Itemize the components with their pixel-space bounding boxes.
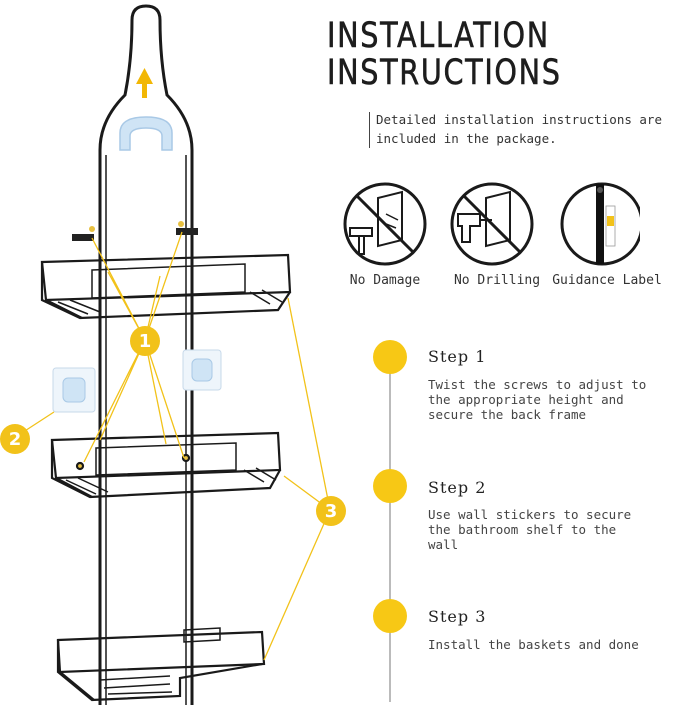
badge-label-no-damage: No Damage xyxy=(349,273,421,288)
no-damage-icon xyxy=(343,182,427,266)
steps-timeline-line xyxy=(389,362,391,702)
step-3-text: Install the baskets and done xyxy=(428,637,639,652)
badge-label-guidance: Guidance Label xyxy=(552,273,662,288)
badge-icons xyxy=(343,182,640,266)
intro-divider xyxy=(369,112,370,148)
top-basket xyxy=(40,253,292,320)
step-2-title: Step 2 xyxy=(428,478,487,497)
callout-number-2: 2 xyxy=(0,424,30,454)
step-1-text: Twist the screws to adjust to the approp… xyxy=(428,377,647,422)
step-1-dot xyxy=(373,340,407,374)
guidance-label-icon xyxy=(560,182,640,266)
callout-number-3: 3 xyxy=(316,496,346,526)
page-title: INSTALLATION INSTRUCTIONS xyxy=(327,16,562,93)
shower-caddy-illustration xyxy=(13,4,331,705)
title-line-2: INSTRUCTIONS xyxy=(327,53,562,93)
bottom-basket xyxy=(56,627,266,702)
step-3-title: Step 3 xyxy=(428,607,487,626)
step-2-text: Use wall stickers to secure the bathroom… xyxy=(428,507,632,552)
top-screws xyxy=(72,221,198,241)
callout-leaders xyxy=(13,231,331,661)
badge-label-no-drilling: No Drilling xyxy=(453,273,541,288)
hook-pad-icon xyxy=(119,116,173,151)
title-line-1: INSTALLATION xyxy=(327,16,550,56)
step-2-dot xyxy=(373,469,407,503)
up-arrow-icon xyxy=(136,68,153,98)
step-1-title: Step 1 xyxy=(428,347,487,366)
hanger-frame xyxy=(98,4,194,705)
intro-text: Detailed installation instructions are i… xyxy=(376,112,662,146)
step-3-dot xyxy=(373,599,407,633)
no-drilling-icon xyxy=(450,182,534,266)
middle-basket xyxy=(50,431,282,499)
callout-number-1: 1 xyxy=(130,326,160,356)
